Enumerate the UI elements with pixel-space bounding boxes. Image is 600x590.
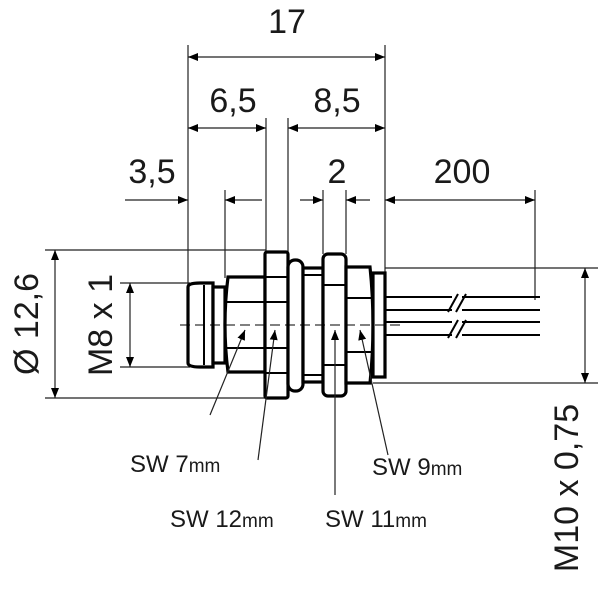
dim-front-length: 6,5	[209, 82, 256, 120]
dim-front-thread: M8 x 1	[82, 274, 120, 376]
dim-cable-length: 200	[434, 153, 491, 191]
label-sw12: SW 12mm	[170, 506, 274, 533]
dim-nut-width: 2	[328, 153, 347, 191]
label-sw7: SW 7mm	[130, 451, 220, 478]
dim-mount-thread: M10 x 0,75	[548, 404, 586, 572]
label-sw9: SW 9mm	[372, 454, 462, 481]
dim-front-cap: 3,5	[128, 153, 175, 191]
cable	[385, 292, 540, 340]
dimension-lines	[51, 53, 589, 398]
dim-overall-length: 17	[268, 3, 306, 41]
label-sw11: SW 11mm	[325, 506, 427, 533]
dim-rear-length: 8,5	[313, 82, 360, 120]
leader-lines	[209, 329, 389, 495]
dim-outer-diameter: Ø 12,6	[8, 273, 46, 375]
